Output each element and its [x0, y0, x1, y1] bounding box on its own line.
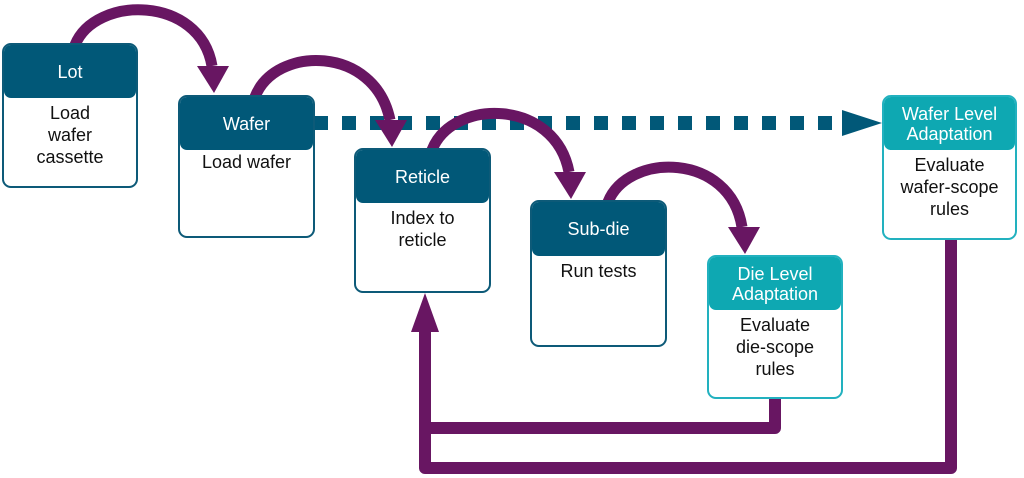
curved-arrow-subdie-to-die-adaptation	[602, 161, 748, 229]
node-subdie-title: Sub-die	[532, 202, 665, 256]
node-reticle-title: Reticle	[356, 150, 489, 203]
arrowhead-lot-to-wafer	[197, 66, 229, 93]
node-die-level-adaptation-title: Die Level Adaptation	[709, 257, 841, 310]
node-lot: Lot Load wafer cassette	[2, 43, 138, 188]
loop-back-wafer-adaptation-to-reticle	[419, 239, 957, 474]
node-wafer-level-adaptation-body: Evaluate wafer-scope rules	[900, 155, 999, 219]
dotted-arrowhead	[842, 110, 882, 136]
node-lot-title: Lot	[4, 45, 136, 98]
node-wafer: Wafer Load wafer	[178, 95, 315, 238]
node-wafer-level-adaptation: Wafer Level Adaptation Evaluate wafer-sc…	[882, 95, 1017, 240]
arrowhead-up-to-reticle	[411, 293, 439, 332]
node-lot-body: Load wafer cassette	[36, 103, 104, 167]
arrowhead-wafer-to-reticle	[375, 120, 407, 147]
node-reticle: Reticle Index to reticle	[354, 148, 491, 293]
curved-arrow-reticle-to-subdie	[426, 107, 575, 174]
loop-back-die-adaptation-to-reticle	[425, 398, 781, 434]
node-wafer-title: Wafer	[180, 97, 313, 150]
arrowhead-reticle-to-subdie	[554, 172, 586, 199]
node-wafer-body: Load wafer	[201, 152, 292, 172]
curved-arrow-lot-to-wafer	[69, 4, 218, 68]
node-subdie-body: Run tests	[560, 261, 637, 281]
node-wafer-level-adaptation-title: Wafer Level Adaptation	[884, 97, 1015, 150]
arrowhead-subdie-to-die-adaptation	[728, 227, 760, 254]
curved-arrow-wafer-to-reticle	[249, 55, 396, 122]
node-die-level-adaptation: Die Level Adaptation Evaluate die-scope …	[707, 255, 843, 399]
node-die-level-adaptation-body: Evaluate die-scope rules	[735, 315, 815, 379]
node-reticle-body: Index to reticle	[390, 208, 455, 250]
node-subdie: Sub-die Run tests	[530, 200, 667, 347]
